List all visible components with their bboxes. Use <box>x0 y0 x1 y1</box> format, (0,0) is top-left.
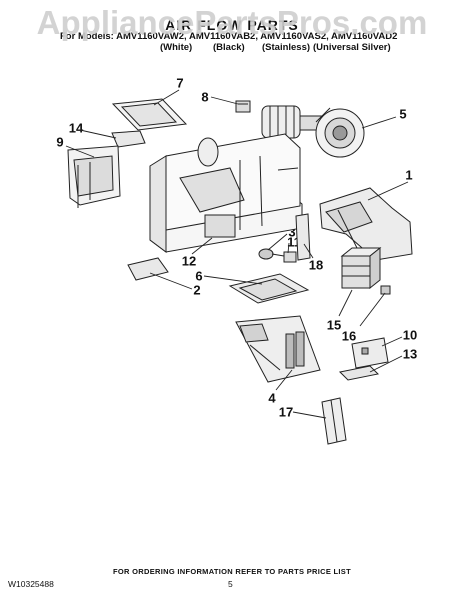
part-vertical-duct <box>321 397 347 445</box>
part-right-duct <box>319 187 413 261</box>
part-clip <box>380 285 391 295</box>
page-title: AIR FLOW PARTS <box>165 17 299 33</box>
callout-17: 17 <box>278 404 294 420</box>
callout-15: 15 <box>326 317 342 333</box>
callout-16: 16 <box>341 328 357 344</box>
callout-14: 14 <box>68 120 84 136</box>
part-thin-plate <box>295 213 311 261</box>
page-number: 5 <box>228 579 233 589</box>
callout-6: 6 <box>195 268 203 284</box>
color-universal-silver: (Universal Silver) <box>313 42 391 53</box>
part-small-cover <box>127 257 169 281</box>
color-white: (White) <box>160 42 193 53</box>
callout-7: 7 <box>176 75 184 91</box>
callout-5: 5 <box>399 106 407 122</box>
callout-13: 13 <box>402 346 418 362</box>
part-small-bracket <box>111 130 146 148</box>
document-number: W10325488 <box>8 579 54 589</box>
callout-3: 3 <box>288 224 296 240</box>
callout-12: 12 <box>181 253 197 269</box>
part-transformer <box>340 246 382 290</box>
part-lamp-socket <box>258 248 297 263</box>
part-vent-panel <box>235 315 321 383</box>
callout-4: 4 <box>268 390 276 406</box>
color-black: (Black) <box>213 42 245 53</box>
part-shield-plate <box>228 273 310 304</box>
part-main-chassis <box>149 133 303 253</box>
leader-lines <box>65 89 409 419</box>
callout-1: 1 <box>405 167 413 183</box>
models-line: For Models: AMV1160VAW2, AMV1160VAB2, AM… <box>60 31 398 42</box>
part-left-duct <box>67 145 121 208</box>
callout-8: 8 <box>201 89 209 105</box>
part-connector <box>235 100 251 113</box>
ordering-info: FOR ORDERING INFORMATION REFER TO PARTS … <box>113 567 351 576</box>
color-stainless: (Stainless) <box>262 42 311 53</box>
callout-9: 9 <box>56 134 64 150</box>
watermark: AppliancePartsPros.com <box>36 4 428 41</box>
part-filter-plate <box>111 98 188 131</box>
part-bracket <box>338 365 380 381</box>
part-control-plate <box>351 337 389 369</box>
callout-10: 10 <box>402 327 418 343</box>
callout-2: 2 <box>193 282 201 298</box>
callout-18: 18 <box>308 257 324 273</box>
